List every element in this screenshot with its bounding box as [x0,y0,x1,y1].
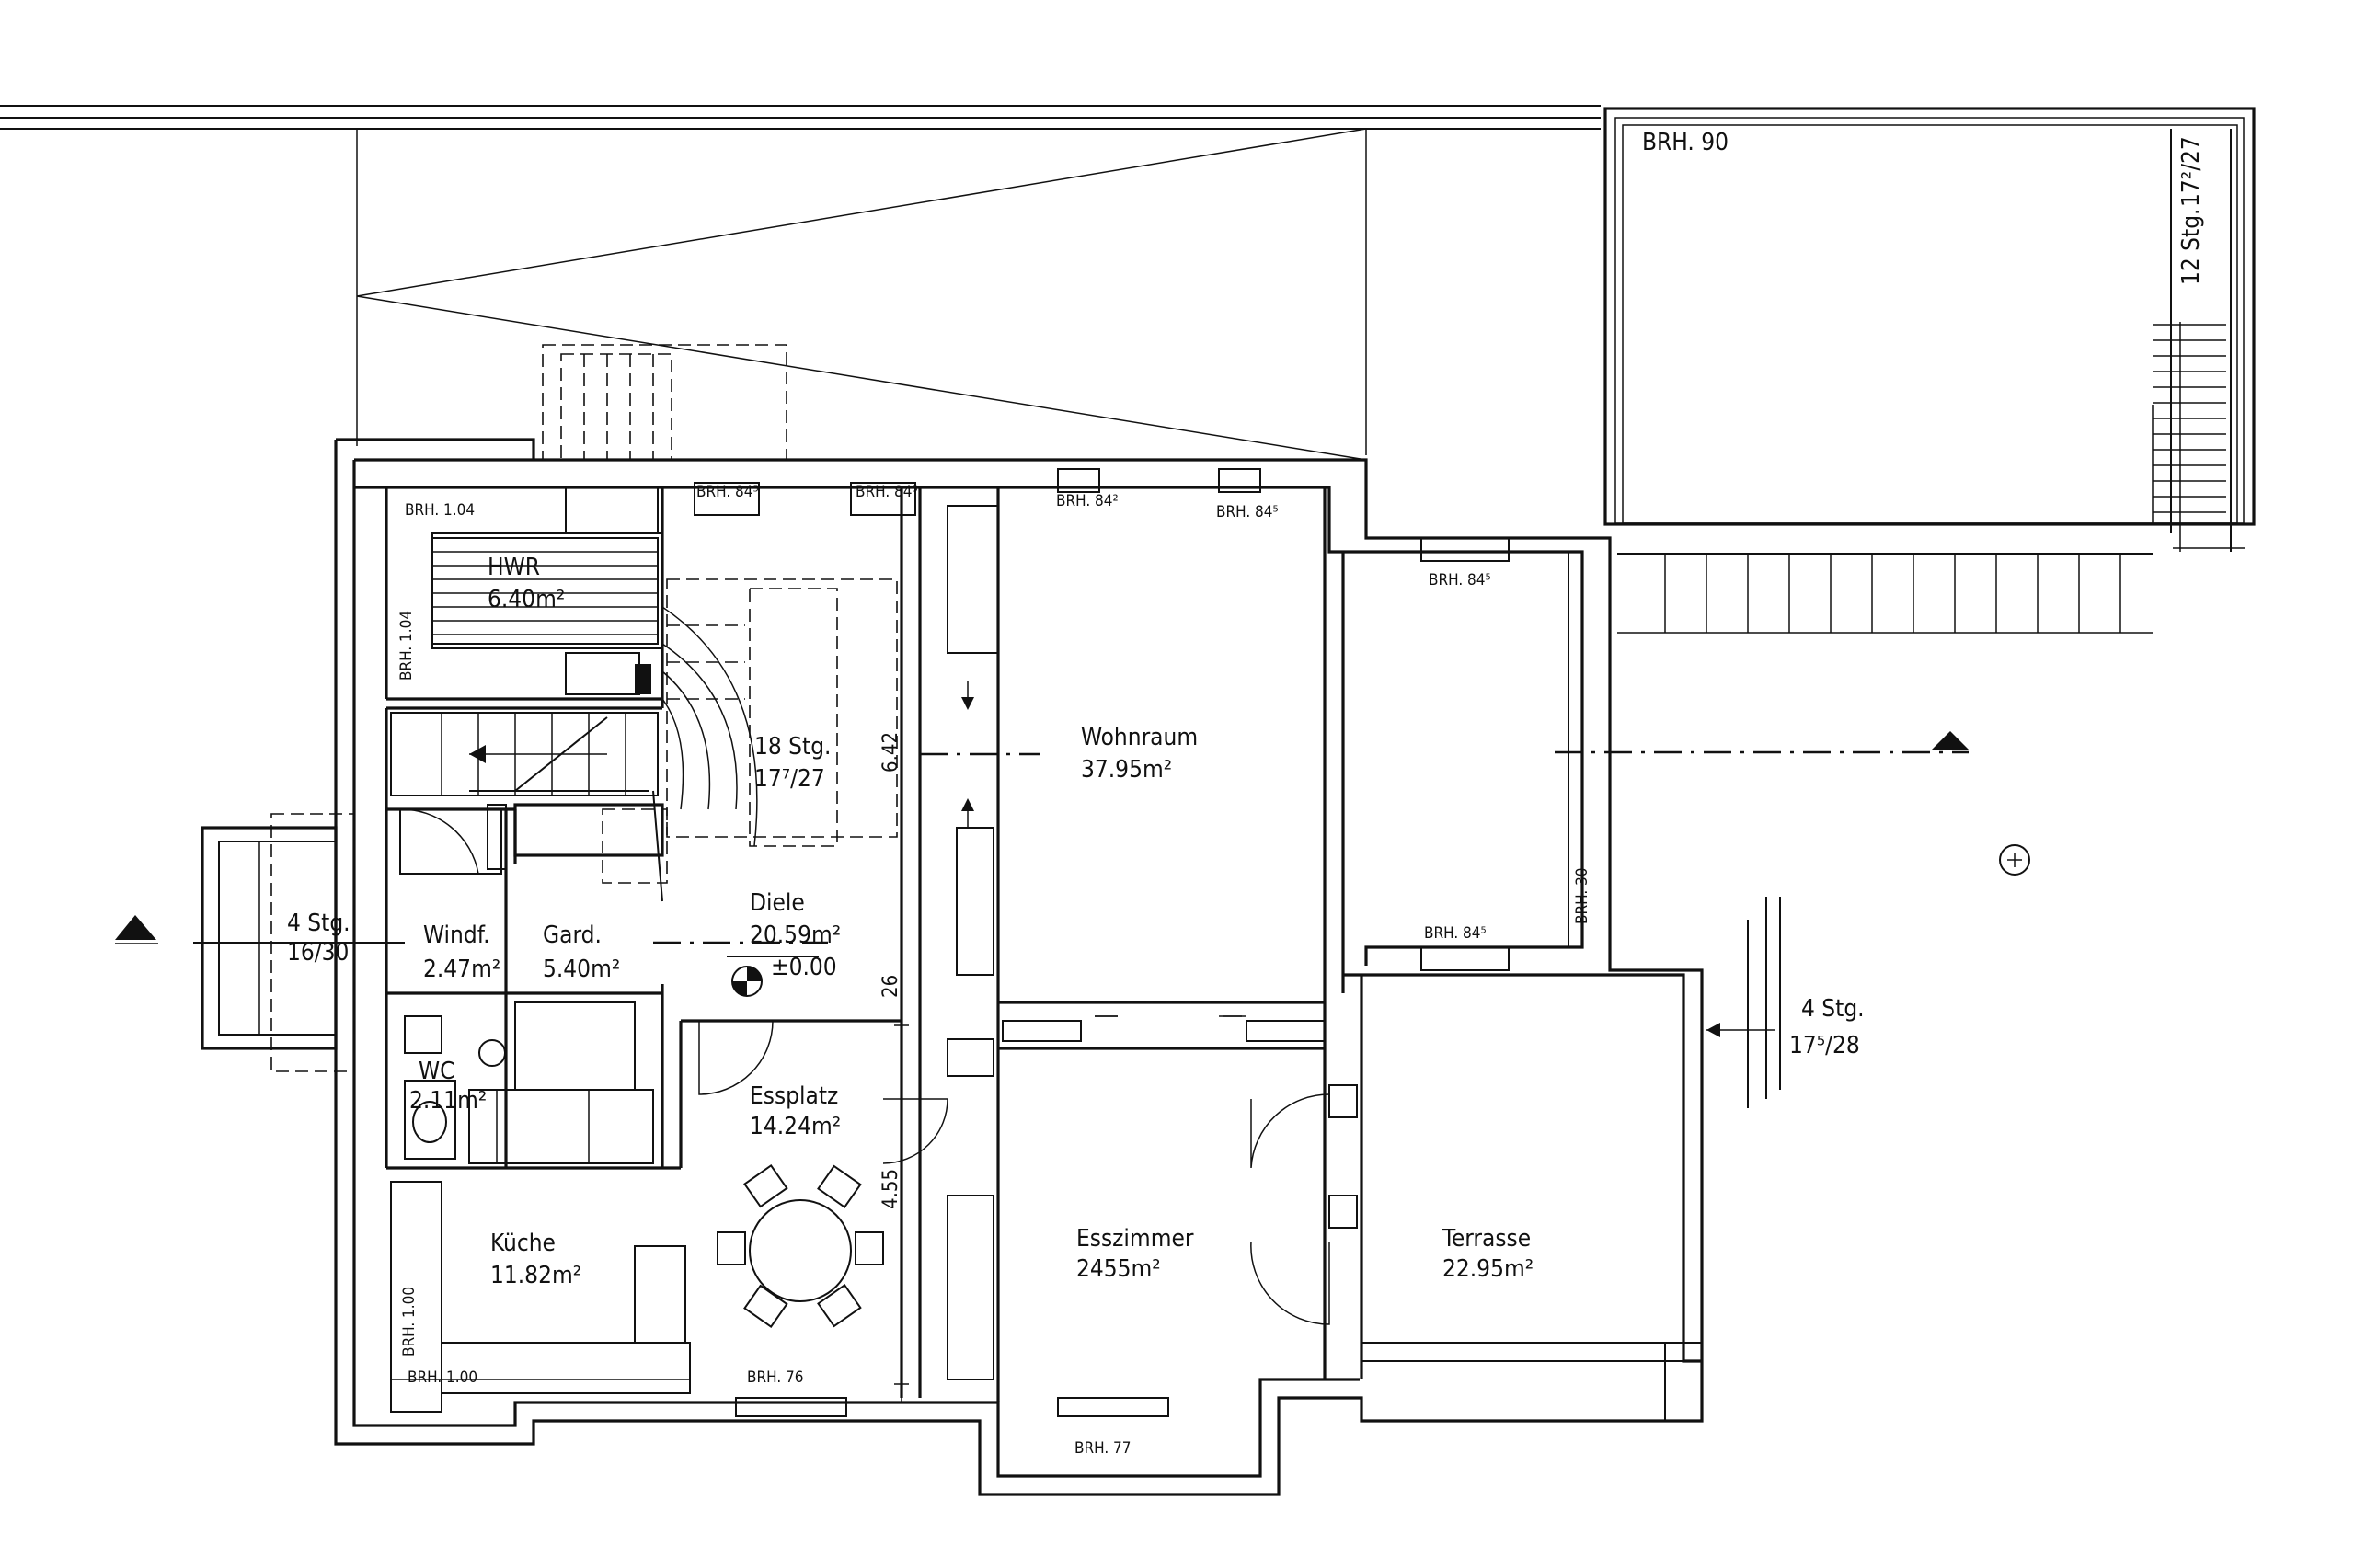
stair-steps-label: 4 Stg. [1801,995,1865,1023]
sill-label: BRH. 1.04 [405,501,475,520]
room-area: 5.40m² [543,956,620,983]
dimension-label: 26 [879,975,902,998]
room-name: Gard. [543,921,602,949]
entry-zone: Windf. 2.47m² Gard. 5.40m² WC 2.11m² [399,803,664,1164]
sill-label: BRH. 84⁵ [1424,924,1487,943]
sill-label: BRH. 84⁵ [856,483,918,501]
arrow-icon [469,745,486,763]
stair-steps-label: 18 Stg. [754,733,831,761]
room-name: HWR [488,554,540,581]
sill-label: BRH. 84⁵ [1429,571,1491,589]
room-area: 37.95m² [1081,756,1172,784]
room-name: Küche [490,1230,556,1257]
room-area: 6.40m² [488,586,565,613]
stair-steps-label: 12 Stg. [2177,209,2205,285]
room-name: Terrasse [1442,1225,1531,1253]
arrow-icon [1706,1023,1720,1037]
level-label: ±0.00 [771,954,837,981]
sill-label: BRH. 90 [1642,129,1729,156]
sill-label: BRH. 76 [747,1368,804,1387]
room-name: Wohnraum [1081,724,1198,751]
section-marker-icon [115,915,156,940]
stair-steps-label: 4 Stg. [287,910,350,937]
north-marker-icon [1999,844,2030,876]
room-esszimmer: Esszimmer 2455m² BRH. 77 [1057,1084,1358,1458]
room-name: Windf. [423,921,490,949]
sill-label: BRH. 77 [1074,1439,1132,1458]
room-hwr: HWR 6.40m² BRH. 1.04 BRH. 1.04 [397,501,659,695]
room-area: 22.95m² [1442,1255,1534,1283]
room-terrasse: Terrasse 22.95m² 4 Stg. 17⁵/28 [1361,897,1865,1422]
stair-ratio-label: 17⁵/28 [1789,1032,1860,1059]
room-diele: Diele 20.59m² ±0.00 [653,889,841,997]
room-conservatory: BRH. 84⁵ BRH. 84⁵ BRH. 30 [1420,537,1969,971]
entrance-porch: 4 Stg. 16/30 [115,813,405,1072]
upper-terrace: BRH. 90 12 Stg. 17²/27 [1603,107,2256,634]
room-area: 14.24m² [750,1113,841,1140]
room-area: 20.59m² [750,921,841,949]
room-area: 2455m² [1076,1255,1161,1283]
sill-label: BRH. 1.00 [408,1368,477,1387]
dimension-label: 4.55 [879,1169,902,1209]
room-area: 2.47m² [423,956,500,983]
room-area: 2.11m² [409,1087,487,1115]
sill-label: BRH. 30 [1573,868,1591,925]
room-name: Diele [750,889,805,917]
site-lines [0,105,1601,461]
stair-ratio-label: 17⁷/27 [754,765,825,793]
main-stair: 18 Stg. 17⁷/27 [390,578,898,902]
markers [961,681,2030,1017]
dimension-line: 6.42 26 4.55 [879,497,909,1402]
sill-label: BRH. 1.04 [397,611,416,681]
sill-label: BRH. 1.00 [400,1287,419,1356]
back-stair: BRH. 84⁵ BRH. 84⁵ [542,344,918,534]
section-marker-icon [1932,731,1969,750]
room-name: Essplatz [750,1082,838,1110]
room-essplatz: Essplatz 14.24m² [698,1020,948,1329]
room-kueche: Küche 11.82m² BRH. 1.00 BRH. 1.00 BRH. 7… [390,1181,847,1417]
stair-ratio-label: 17²/27 [2177,136,2205,207]
sill-label: BRH. 84⁵ [1216,503,1279,521]
sill-label: BRH. 84⁵ [696,483,759,501]
room-area: 11.82m² [490,1262,581,1289]
room-name: Esszimmer [1076,1225,1194,1253]
room-wohnraum: BRH. 84² BRH. 84⁵ Wohnraum 37.95m² [920,468,1326,1042]
room-name: WC [419,1058,454,1085]
dimension-label: 6.42 [879,732,902,773]
sill-label: BRH. 84² [1056,492,1119,510]
